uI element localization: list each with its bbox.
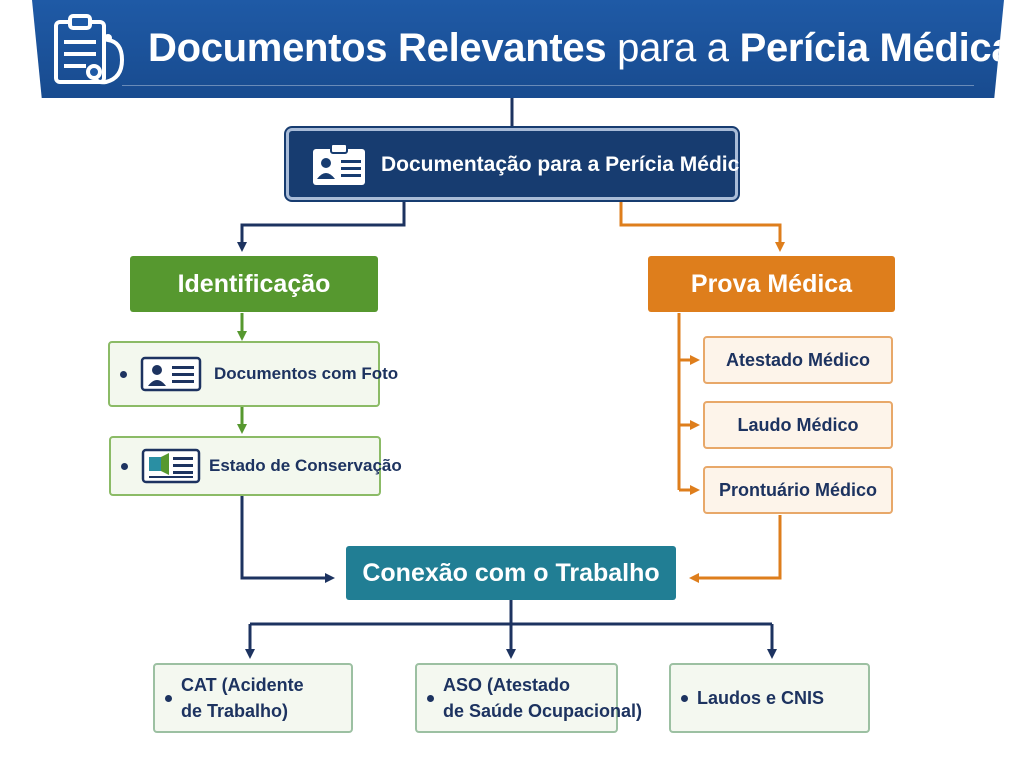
item-label-line-2: de Trabalho) [181,701,289,721]
item-label: Estado de Conservação [209,456,402,475]
document-card-icon [141,448,201,484]
item-label-line-2: de Saúde Ocupacional) [443,701,643,721]
work-connection-header: Conexão com o Trabalho [346,546,676,600]
id-card-icon [140,356,202,392]
bullet [121,463,128,470]
item-label-line-1: CAT (Acidente [181,675,304,695]
clipboard-stethoscope-icon [54,14,125,85]
id-card-icon [313,143,365,185]
work-item-cat: CAT (Acidente de Trabalho) [153,663,353,733]
item-label: ASO (Atestado de Saúde Ocupacional) [443,672,642,724]
banner-divider [122,85,974,86]
item-label: CAT (Acidente de Trabalho) [181,672,304,724]
item-label: Documentos com Foto [214,364,399,383]
medical-proof-to-work-line [689,515,782,583]
bullet [120,371,127,378]
medical-proof-item-laudo: Laudo Médico [703,401,893,449]
root-to-identification-line [237,200,406,252]
root-to-medical-proof-line [619,200,785,252]
medical-proof-item-atestado: Atestado Médico [703,336,893,384]
identification-item-conservation: Estado de Conservação [109,436,402,496]
medical-proof-item-prontuario: Prontuário Médico [703,466,893,514]
work-item-laudos-cnis: Laudos e CNIS [669,663,870,733]
title-bold-part-1: Documentos Relevantes [148,26,607,70]
identification-to-work-line [240,495,335,583]
item-label-line-1: ASO (Atestado [443,675,571,695]
bullet [165,695,172,702]
identification-header: Identificação [130,256,378,312]
title-banner: Documentos Relevantes para a Perícia Méd… [32,0,1004,98]
page-title: Documentos Relevantes para a Perícia Méd… [148,26,1014,71]
root-label: Documentação para a Perícia Médica [381,153,751,176]
item-label: Laudos e CNIS [697,685,824,711]
title-bold-part-2: Perícia Médica [739,26,1014,70]
identification-item-photo: Documentos com Foto [108,341,398,407]
root-node: Documentação para a Perícia Médica [286,128,751,200]
medical-proof-header: Prova Médica [648,256,895,312]
work-item-aso: ASO (Atestado de Saúde Ocupacional) [415,663,642,733]
bullet [427,695,434,702]
bullet [681,695,688,702]
title-thin-part: para a [617,26,729,70]
item-label-line-1: Laudos e CNIS [697,688,825,708]
